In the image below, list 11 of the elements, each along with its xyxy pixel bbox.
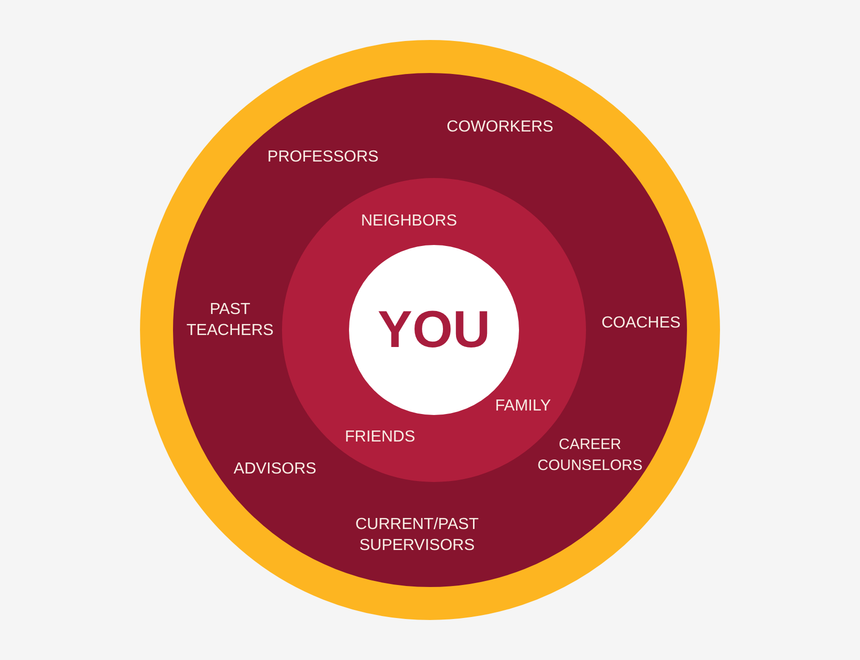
ring-label: PROFESSORS [267, 148, 379, 168]
ring-label: COWORKERS [446, 118, 554, 138]
ring-label: COACHES [601, 314, 681, 334]
ring-label: PAST TEACHERS [185, 300, 275, 341]
ring-label: NEIGHBORS [361, 212, 457, 232]
ring-label: CAREER COUNSELORS [536, 435, 644, 476]
ring-label: FAMILY [495, 396, 551, 416]
ring-label: ADVISORS [234, 460, 316, 480]
ring-label: FRIENDS [344, 428, 416, 448]
ring-label: CURRENT/PAST SUPERVISORS [354, 515, 480, 556]
center-label: YOU [378, 302, 490, 358]
